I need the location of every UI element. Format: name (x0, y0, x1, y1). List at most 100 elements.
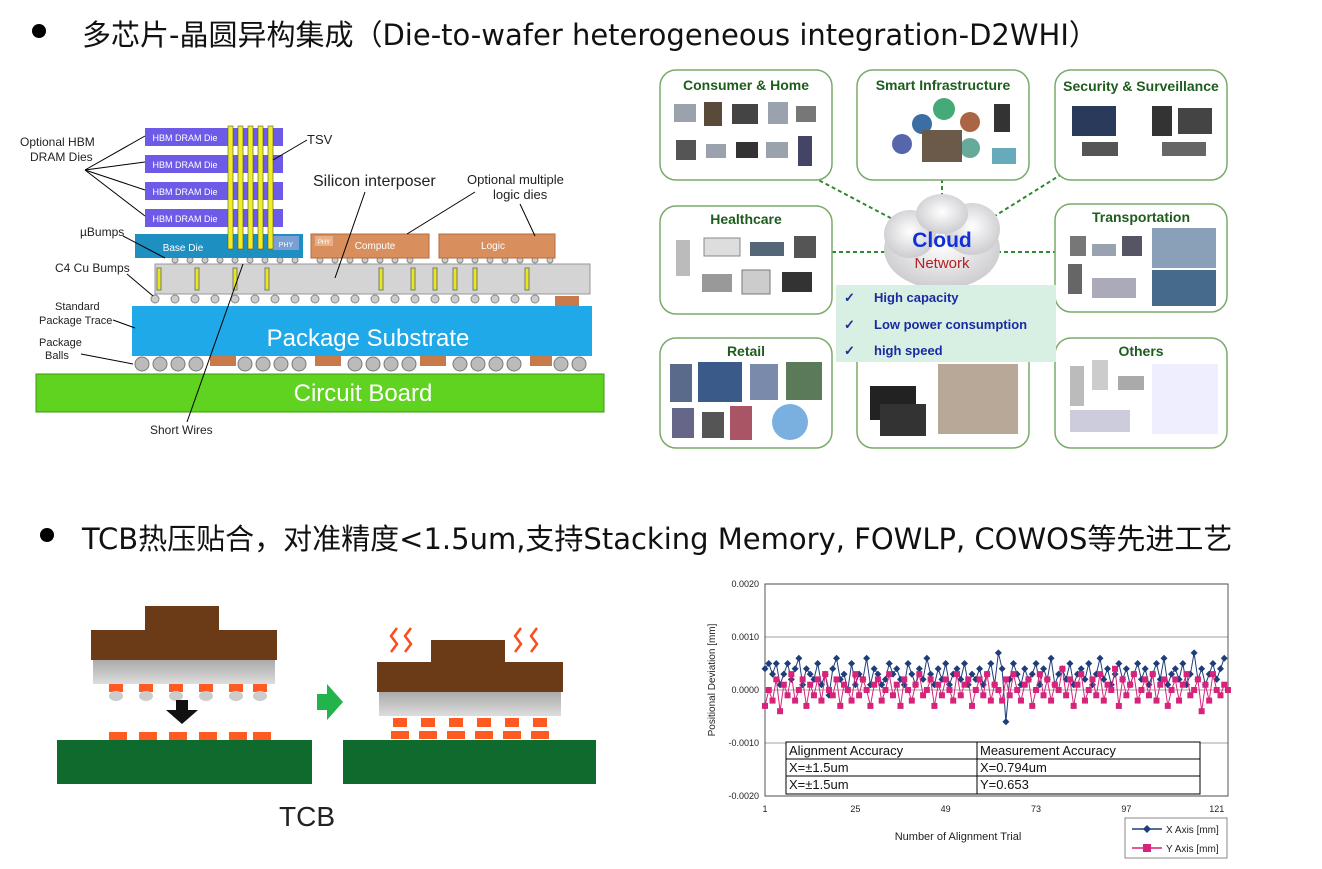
svg-text:HBM DRAM Die: HBM DRAM Die (152, 160, 217, 170)
package-substrate (132, 306, 592, 356)
x-axis-point (1198, 665, 1206, 673)
y-axis-point (995, 687, 1002, 693)
svg-text:High capacity: High capacity (874, 290, 959, 305)
y-axis-point (1142, 676, 1149, 683)
svg-text:PHY: PHY (279, 242, 294, 249)
tsv-label: TSV (307, 132, 333, 147)
x-axis-point (1100, 675, 1108, 683)
y-axis-point (946, 687, 953, 693)
legend-y-axis: Y Axis [mm] (1166, 844, 1219, 855)
svg-text:high speed: high speed (874, 343, 943, 358)
tcb-process-diagram: TCB (57, 606, 596, 832)
y-axis-point (920, 692, 927, 699)
x-axis-point (1171, 665, 1179, 673)
logic-die (438, 233, 556, 259)
network-label: Network (914, 255, 970, 272)
package-substrate-label: Package Substrate (267, 325, 470, 352)
y-axis-point (1217, 692, 1224, 699)
y-axis-point (859, 676, 866, 683)
y-axis-point (852, 671, 859, 678)
x-axis-point (1066, 660, 1074, 667)
y-axis-point (1100, 697, 1107, 704)
hbm-optional-label-1: Optional HBM (20, 135, 95, 149)
x-axis-point (893, 665, 901, 673)
x-axis-point (814, 660, 822, 667)
tcb-label: TCB (279, 801, 335, 832)
x-axis-point (840, 670, 848, 678)
x-axis-label: Number of Alignment Trial (895, 831, 1022, 843)
x-tick-label: 121 (1209, 804, 1224, 814)
svg-text:HBM DRAM Die: HBM DRAM Die (152, 133, 217, 143)
svg-text:Others: Others (1118, 343, 1163, 359)
phy-block-2 (315, 236, 333, 246)
x-axis-point (957, 675, 965, 683)
y-axis-point (1002, 676, 1009, 683)
y-axis-point (795, 687, 802, 693)
y-axis-point (1168, 687, 1175, 693)
circuit-board (35, 373, 605, 413)
silicon-interposer-label: Silicon interposer (313, 173, 436, 190)
x-axis-point (874, 670, 882, 678)
y-axis-point (1051, 681, 1058, 688)
y-axis-point (1097, 671, 1104, 678)
y-axis-point (1104, 681, 1111, 688)
x-axis-point (976, 665, 984, 673)
x-axis-point (784, 660, 792, 667)
x-axis-point (1104, 665, 1112, 673)
y-axis-point (863, 687, 870, 693)
y-axis-point (1225, 687, 1231, 693)
y-axis-point (1040, 692, 1047, 699)
y-axis-point (1127, 681, 1134, 688)
table-cell-r2c1: X=±1.5um (789, 777, 849, 792)
svg-text:✓: ✓ (844, 290, 855, 305)
ubumps-label: µBumps (80, 225, 124, 239)
svg-text:✓: ✓ (844, 343, 855, 358)
y-axis-point (1093, 692, 1100, 699)
y-axis-point (807, 681, 814, 688)
svg-text:Retail: Retail (727, 343, 765, 359)
y-axis-point (1063, 692, 1070, 699)
y-axis-point (1055, 687, 1062, 693)
y-axis-point (765, 687, 772, 693)
x-axis-point (817, 681, 825, 689)
x-axis-point (1216, 665, 1224, 673)
y-axis-point (984, 671, 991, 678)
y-axis-point (931, 702, 938, 709)
y-axis-point (1017, 697, 1024, 704)
short-wires-label: Short Wires (150, 423, 213, 437)
y-axis-point (969, 702, 976, 709)
y-axis-point (961, 681, 968, 688)
y-axis-point (818, 697, 825, 704)
y-axis-point (1183, 671, 1190, 678)
x-tick-label: 97 (1121, 804, 1131, 814)
x-axis-point (1040, 665, 1048, 673)
svg-text:Consumer & Home: Consumer & Home (683, 77, 809, 93)
package-cross-section-diagram: Circuit Board Package Substrate Base Die… (20, 125, 605, 437)
legend-x-axis: X Axis [mm] (1166, 825, 1219, 836)
table-header-2: Measurement Accuracy (980, 743, 1116, 758)
y-axis-point (856, 692, 863, 699)
x-axis-point (1085, 660, 1093, 667)
x-axis-point (772, 660, 780, 667)
x-axis-point (1186, 670, 1194, 678)
y-axis-point (927, 676, 934, 683)
cloud-shape (884, 194, 1000, 289)
x-axis-point (863, 654, 871, 662)
y-axis-point (972, 687, 979, 693)
y-axis-point (1059, 665, 1066, 672)
y-tick-label: -0.0020 (728, 791, 759, 801)
y-axis-point (1112, 665, 1119, 672)
y-axis-point (1221, 681, 1228, 688)
y-axis-point (825, 687, 832, 693)
y-tick-label: 0.0020 (731, 579, 759, 589)
x-axis-point (780, 670, 788, 678)
x-axis-point (915, 665, 923, 673)
circuit-board-label: Circuit Board (294, 380, 433, 407)
x-axis-point (881, 675, 889, 683)
down-arrow-icon (166, 700, 198, 724)
svg-text:HBM DRAM Die: HBM DRAM Die (152, 214, 217, 224)
y-axis-point (814, 676, 821, 683)
section-heading-d2whi: 多芯片-晶圆异构集成（Die-to-wafer heterogeneous in… (82, 18, 1098, 52)
x-axis-point (761, 665, 769, 673)
y-axis-point (950, 697, 957, 704)
